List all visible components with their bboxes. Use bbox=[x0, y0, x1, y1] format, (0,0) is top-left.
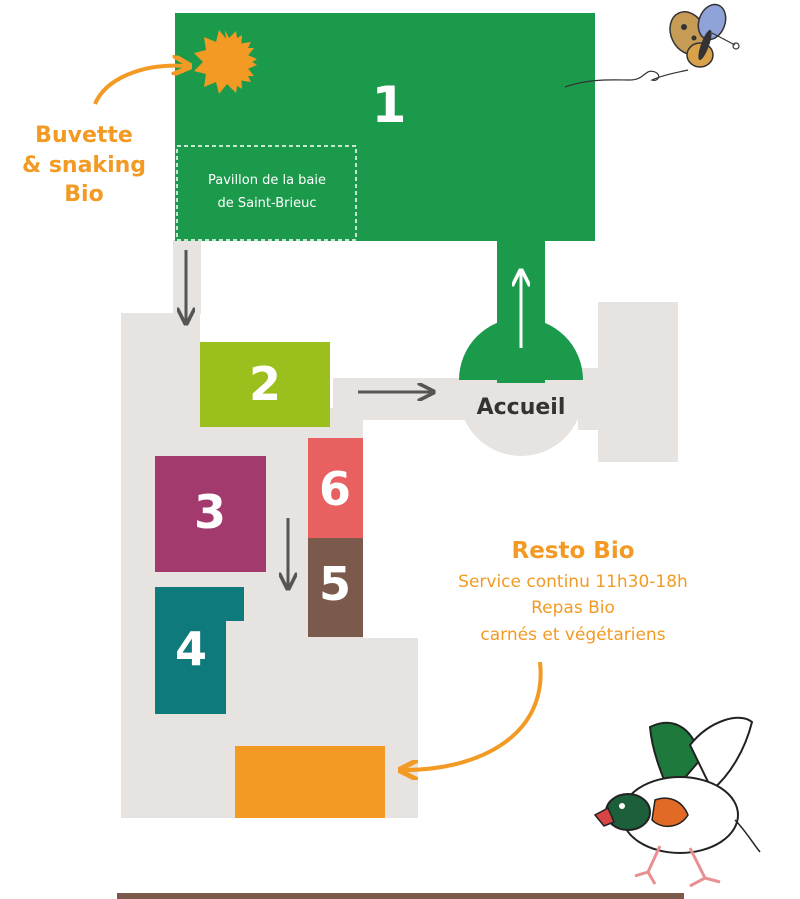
buvette-line2: & snaking bbox=[22, 153, 146, 178]
zone-5-number: 5 bbox=[319, 557, 351, 611]
zone-6-number: 6 bbox=[319, 462, 351, 516]
ground-line bbox=[117, 893, 684, 899]
accueil-label: Accueil bbox=[477, 395, 566, 420]
zone-4-number: 4 bbox=[175, 622, 207, 676]
resto-line1: Service continu 11h30-18h bbox=[458, 572, 688, 592]
duck-icon bbox=[593, 716, 761, 888]
resto-line3: carnés et végétariens bbox=[480, 625, 665, 645]
resto-label: Resto Bio Service continu 11h30-18h Repa… bbox=[458, 538, 688, 645]
buvette-label: Buvette & snaking Bio bbox=[22, 123, 146, 207]
sun-icon bbox=[194, 30, 257, 94]
buvette-line1: Buvette bbox=[35, 123, 133, 148]
resto-title: Resto Bio bbox=[511, 538, 634, 564]
resto-line2: Repas Bio bbox=[531, 598, 615, 618]
buvette-line3: Bio bbox=[64, 182, 103, 207]
pavilion-area[interactable]: Pavillon de la baie de Saint-Brieuc bbox=[176, 145, 357, 241]
zone-5[interactable]: 5 bbox=[308, 538, 363, 637]
pavilion-label-line1: Pavillon de la baie bbox=[208, 173, 326, 188]
butterfly-icon bbox=[564, 3, 740, 88]
resto-arrow bbox=[404, 661, 543, 770]
zone-2-number: 2 bbox=[249, 357, 281, 411]
zone-6[interactable]: 6 bbox=[308, 438, 363, 538]
zone-4[interactable]: 4 bbox=[155, 587, 244, 714]
zone-2[interactable]: 2 bbox=[200, 342, 330, 427]
zone-3-number: 3 bbox=[194, 485, 226, 539]
resto-zone[interactable] bbox=[235, 746, 385, 818]
zone-3[interactable]: 3 bbox=[155, 456, 266, 572]
pavilion-label-line2: de Saint-Brieuc bbox=[217, 196, 316, 211]
buvette-arrow bbox=[93, 66, 186, 105]
zone-1-number: 1 bbox=[372, 76, 407, 134]
